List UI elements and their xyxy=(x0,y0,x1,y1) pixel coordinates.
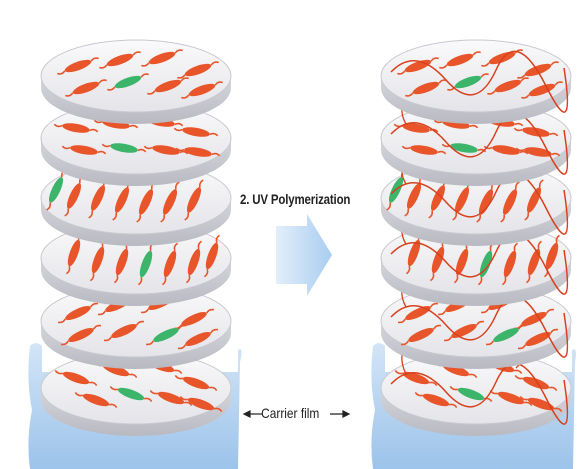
right-arrow-icon xyxy=(330,411,349,417)
disc-layer xyxy=(381,40,571,124)
stack-before-polymerization xyxy=(41,40,231,436)
disc-layer xyxy=(41,40,231,124)
process-arrow-icon xyxy=(276,214,332,296)
carrier-film-text: Carrier film xyxy=(261,405,319,421)
carrier-film-label: Carrier film xyxy=(245,405,319,421)
uv-polymerization-label: 2. UV Polymerization xyxy=(240,191,350,207)
stack-after-polymerization xyxy=(381,40,571,436)
